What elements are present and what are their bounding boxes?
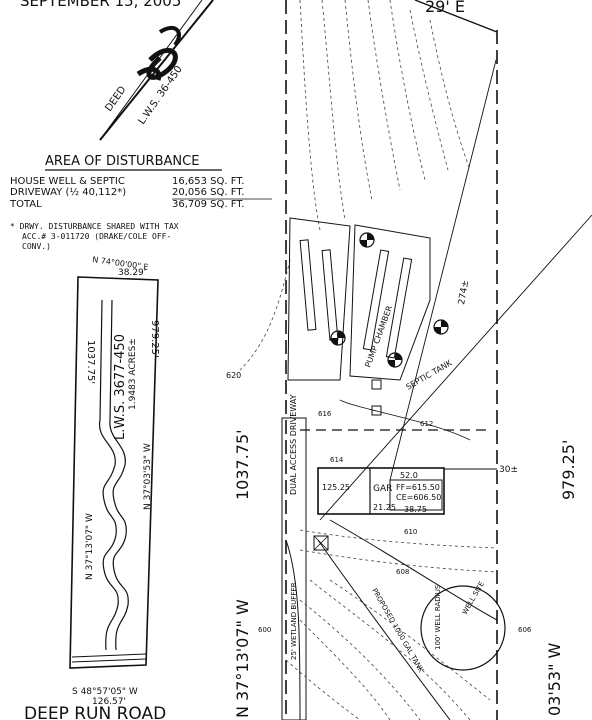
plan-date: SEPTEMBER 15, 2005	[20, 0, 181, 10]
well-radius-label: 100' WELL RADIUS	[434, 584, 442, 650]
disturbance-note-3: CONV.)	[22, 242, 51, 251]
contour-label-606: 606	[518, 626, 532, 634]
key-east-distance: 979.25'	[149, 320, 160, 358]
house-depth: 38.75	[404, 505, 427, 514]
house-left-dim: 125.25	[322, 483, 350, 492]
disturbance-note-2: ACC.# 3-011720 (DRAKE/COLE OFF-	[22, 232, 171, 241]
key-south-bearing: S 48°57'05" W	[72, 687, 138, 697]
disturbance-row-label-3: TOTAL	[9, 199, 42, 210]
key-east-bearing: N 37°03'53" W	[143, 443, 153, 510]
driveway-label: DUAL ACCESS DRIVEWAY	[289, 394, 298, 495]
area-of-disturbance-block: AREA OF DISTURBANCE HOUSE WELL & SEPTIC …	[9, 154, 272, 251]
contour-label-620: 620	[226, 371, 241, 380]
key-acreage: 1.9483 ACRES±	[128, 338, 138, 410]
contour-label-612: 612	[420, 420, 433, 428]
house-ce: CE=606.50	[396, 493, 441, 502]
site-west-bearing: N 37°13'07" W	[233, 599, 252, 718]
key-west-bearing: N 37°13'07" W	[85, 513, 95, 580]
deed-symbol: DEED L.W.S. 36-450	[99, 0, 214, 141]
key-south-distance: 126.57'	[92, 697, 126, 707]
site-top-distance: 29' E	[425, 0, 465, 16]
house-width: 21.25	[373, 503, 396, 512]
house-footprint: GAR 52.0 FF=615.50 CE=606.50 21.25 38.75…	[317, 467, 445, 515]
disturbance-title: AREA OF DISTURBANCE	[45, 154, 199, 169]
contour-label-608: 608	[396, 568, 409, 576]
dim-274: 274±	[457, 279, 471, 305]
septic-tank-label: SEPTIC TANK	[405, 358, 455, 392]
tank-label: PROPOSED 1000 GAL TANK	[370, 587, 425, 674]
disturbance-row-value-2: 20,056 SQ. FT.	[172, 187, 244, 198]
disturbance-row-label-1: HOUSE WELL & SEPTIC	[10, 176, 125, 187]
site-east-distance: 979.25'	[559, 440, 578, 500]
contour-label-600: 600	[258, 626, 271, 634]
disturbance-row-value-1: 16,653 SQ. FT.	[172, 176, 244, 187]
key-map-parcel: N 74°00'00" E 38.29' 1037.75' 979.25' L.…	[69, 255, 160, 707]
key-north-distance: 38.29'	[118, 268, 146, 278]
contour-label-610: 610	[404, 528, 417, 536]
site-plan-main: 29' E 620 PUMP CHAMBER SEPTIC TANK	[226, 0, 592, 720]
wetland-label: 25' WETLAND BUFFER	[290, 582, 298, 660]
garage-label: GAR	[373, 484, 392, 494]
site-east-bearing: 03'53" W	[545, 642, 564, 716]
house-ff: FF=615.50	[396, 483, 440, 492]
disturbance-row-value-3: 36,709 SQ. FT.	[172, 199, 244, 210]
disturbance-row-label-2: DRIVEWAY (½ 40,112*)	[10, 186, 126, 198]
house-length: 52.0	[400, 471, 418, 480]
contour-label-614: 614	[330, 456, 344, 464]
road-name: DEEP RUN ROAD	[24, 704, 166, 720]
dim-30: 30±	[499, 465, 518, 475]
contour-label-616: 616	[318, 410, 332, 418]
disturbance-note-1: * DRWY. DISTURBANCE SHARED WITH TAX	[10, 222, 179, 231]
key-lws-title: L.W.S. 3677-450	[113, 334, 128, 440]
site-west-distance: 1037.75'	[233, 429, 252, 500]
key-west-distance: 1037.75'	[85, 340, 96, 384]
well-radius-circle	[420, 585, 506, 671]
